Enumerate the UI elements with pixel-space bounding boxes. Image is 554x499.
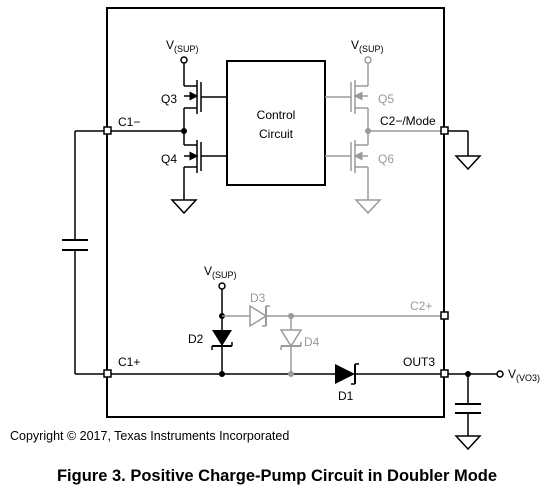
svg-text:V: V [166, 38, 174, 52]
d2-label: D2 [188, 332, 204, 346]
svg-text:(VO3): (VO3) [516, 373, 540, 383]
control-circuit-block [226, 60, 326, 186]
q6-label: Q6 [378, 152, 394, 166]
c1-minus-label: C1− [118, 115, 140, 129]
q3-label: Q3 [161, 92, 177, 106]
c1-minus-pin [103, 126, 112, 135]
q6-transistor [325, 140, 368, 173]
ground-right-icon [354, 199, 382, 215]
c2-plus-label: C2+ [410, 299, 432, 313]
svg-text:(SUP): (SUP) [212, 270, 237, 280]
c2-plus-pin [440, 311, 449, 320]
c1-plus-pin [103, 369, 112, 378]
out3-label: OUT3 [403, 355, 435, 369]
output-capacitor [455, 403, 481, 414]
d1-label: D1 [338, 389, 354, 403]
svg-text:(SUP): (SUP) [174, 44, 199, 54]
charge-pump-schematic: Control Circuit V (SUP) Q3 C1− Q4 [62, 7, 540, 451]
d4-label: D4 [304, 335, 320, 349]
ic-outline [106, 7, 445, 418]
vvo3-terminal: V (VO3) [496, 367, 540, 383]
q4-transistor [184, 140, 227, 173]
c2-mode-label: C2−/Mode [380, 114, 436, 128]
ground-c2-icon [454, 155, 482, 171]
c1-plus-label: C1+ [118, 355, 140, 369]
c2-mode-pin [440, 126, 449, 135]
ground-left-icon [170, 199, 198, 215]
q5-transistor [325, 80, 368, 114]
d3-label: D3 [250, 291, 266, 305]
figure-caption: Figure 3. Positive Charge-Pump Circuit i… [56, 467, 498, 485]
copyright-text: Copyright © 2017, Texas Instruments Inco… [10, 429, 290, 443]
vsup-left-terminal: V (SUP) [166, 38, 199, 64]
out3-pin [440, 369, 449, 378]
control-circuit-label-2: Circuit [259, 127, 294, 141]
svg-text:V: V [508, 367, 516, 381]
svg-text:V: V [204, 264, 212, 278]
svg-text:V: V [351, 38, 359, 52]
q5-label: Q5 [378, 92, 394, 106]
control-circuit-label-1: Control [257, 108, 296, 122]
vsup-d2-terminal: V (SUP) [204, 264, 237, 290]
svg-text:(SUP): (SUP) [359, 44, 384, 54]
c1-capacitor [62, 239, 88, 251]
q3-transistor [184, 80, 227, 114]
vsup-right-terminal: V (SUP) [351, 38, 384, 64]
q4-label: Q4 [161, 152, 177, 166]
ground-output-icon [454, 435, 482, 451]
